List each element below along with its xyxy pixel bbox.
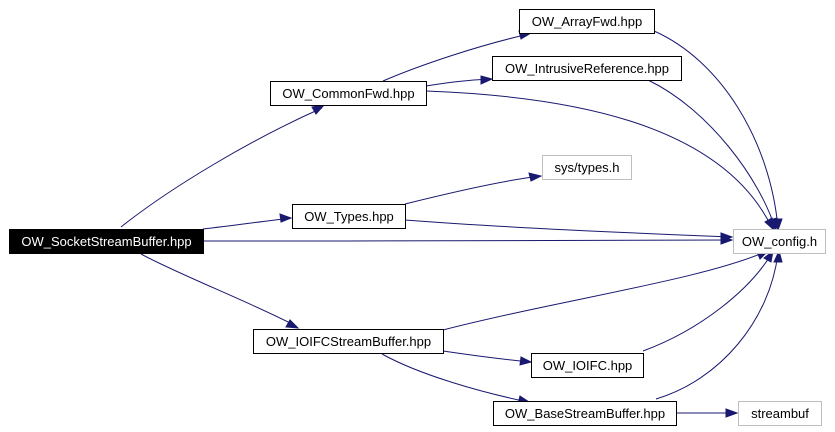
edge-ioifcstreambuffer-config <box>442 251 766 331</box>
arrow-types-config <box>720 232 734 242</box>
node-label-socketstreambuffer: OW_SocketStreamBuffer.hpp <box>21 234 191 249</box>
node-config[interactable]: OW_config.h <box>733 229 826 254</box>
node-label-streambuf: streambuf <box>751 406 809 421</box>
edge-socketstreambuffer-config <box>202 239 733 242</box>
nodes-layer: OW_SocketStreamBuffer.hpp OW_CommonFwd.h… <box>9 9 826 426</box>
edge-types-config <box>404 219 733 238</box>
arrow-socketstreambuffer-ioifcstreambuffer <box>285 319 300 329</box>
node-label-intrusivereference: OW_IntrusiveReference.hpp <box>505 61 669 76</box>
edge-commonfwd-arrayfwd <box>382 33 530 82</box>
node-streambuf[interactable]: streambuf <box>738 401 822 426</box>
node-types[interactable]: OW_Types.hpp <box>292 204 406 229</box>
node-box-commonfwd <box>270 81 427 106</box>
arrow-intrusivereference-config <box>768 217 778 232</box>
node-label-ioifc: OW_IOIFC.hpp <box>543 358 633 373</box>
edge-arrayfwd-config <box>653 30 779 229</box>
node-box-arrayfwd <box>519 9 655 34</box>
node-box-streambuf <box>738 401 822 426</box>
node-box-types <box>292 204 406 229</box>
edge-ioifc-config <box>642 252 773 352</box>
edge-intrusivereference-config <box>647 79 776 229</box>
node-socketstreambuffer[interactable]: OW_SocketStreamBuffer.hpp <box>9 229 204 254</box>
node-intrusivereference[interactable]: OW_IntrusiveReference.hpp <box>492 56 682 81</box>
node-box-systypes <box>542 155 632 180</box>
edge-socketstreambuffer-ioifcstreambuffer <box>140 253 297 327</box>
arrow-socketstreambuffer-commonfwd <box>311 104 326 115</box>
node-ioifc[interactable]: OW_IOIFC.hpp <box>531 353 644 378</box>
edges-layer <box>120 30 783 418</box>
arrow-types-systypes <box>528 172 543 182</box>
node-label-basestreambuffer: OW_BaseStreamBuffer.hpp <box>505 406 665 421</box>
node-box-ioifcstreambuffer <box>253 329 444 354</box>
node-box-basestreambuffer <box>493 401 677 426</box>
node-label-config: OW_config.h <box>742 234 817 249</box>
node-arrayfwd[interactable]: OW_ArrayFwd.hpp <box>519 9 655 34</box>
node-box-ioifc <box>531 353 644 378</box>
node-label-commonfwd: OW_CommonFwd.hpp <box>282 86 414 101</box>
arrow-basestreambuffer-config <box>773 249 783 263</box>
node-label-systypes: sys/types.h <box>554 160 619 175</box>
edge-socketstreambuffer-commonfwd <box>120 107 323 228</box>
node-label-types: OW_Types.hpp <box>304 209 394 224</box>
edge-ioifcstreambuffer-ioifc <box>442 350 531 363</box>
edge-types-systypes <box>404 175 541 205</box>
edge-socketstreambuffer-types <box>202 217 292 230</box>
node-systypes[interactable]: sys/types.h <box>542 155 632 180</box>
node-box-intrusivereference <box>492 56 682 81</box>
node-box-socketstreambuffer <box>9 229 204 254</box>
node-basestreambuffer[interactable]: OW_BaseStreamBuffer.hpp <box>493 401 677 426</box>
edge-commonfwd-config <box>425 90 773 229</box>
node-label-arrayfwd: OW_ArrayFwd.hpp <box>532 14 643 29</box>
edge-ioifcstreambuffer-basestreambuffer <box>381 353 529 403</box>
arrow-basestreambuffer-streambuf <box>725 408 739 418</box>
node-box-config <box>733 229 826 254</box>
edge-basestreambuffer-config <box>655 252 779 400</box>
node-label-ioifcstreambuffer: OW_IOIFCStreamBuffer.hpp <box>266 334 431 349</box>
node-ioifcstreambuffer[interactable]: OW_IOIFCStreamBuffer.hpp <box>253 329 444 354</box>
node-commonfwd[interactable]: OW_CommonFwd.hpp <box>270 81 427 106</box>
arrow-ioifcstreambuffer-ioifc <box>519 356 533 366</box>
arrow-commonfwd-intrusivereference <box>480 75 494 85</box>
arrow-socketstreambuffer-types <box>279 213 293 223</box>
